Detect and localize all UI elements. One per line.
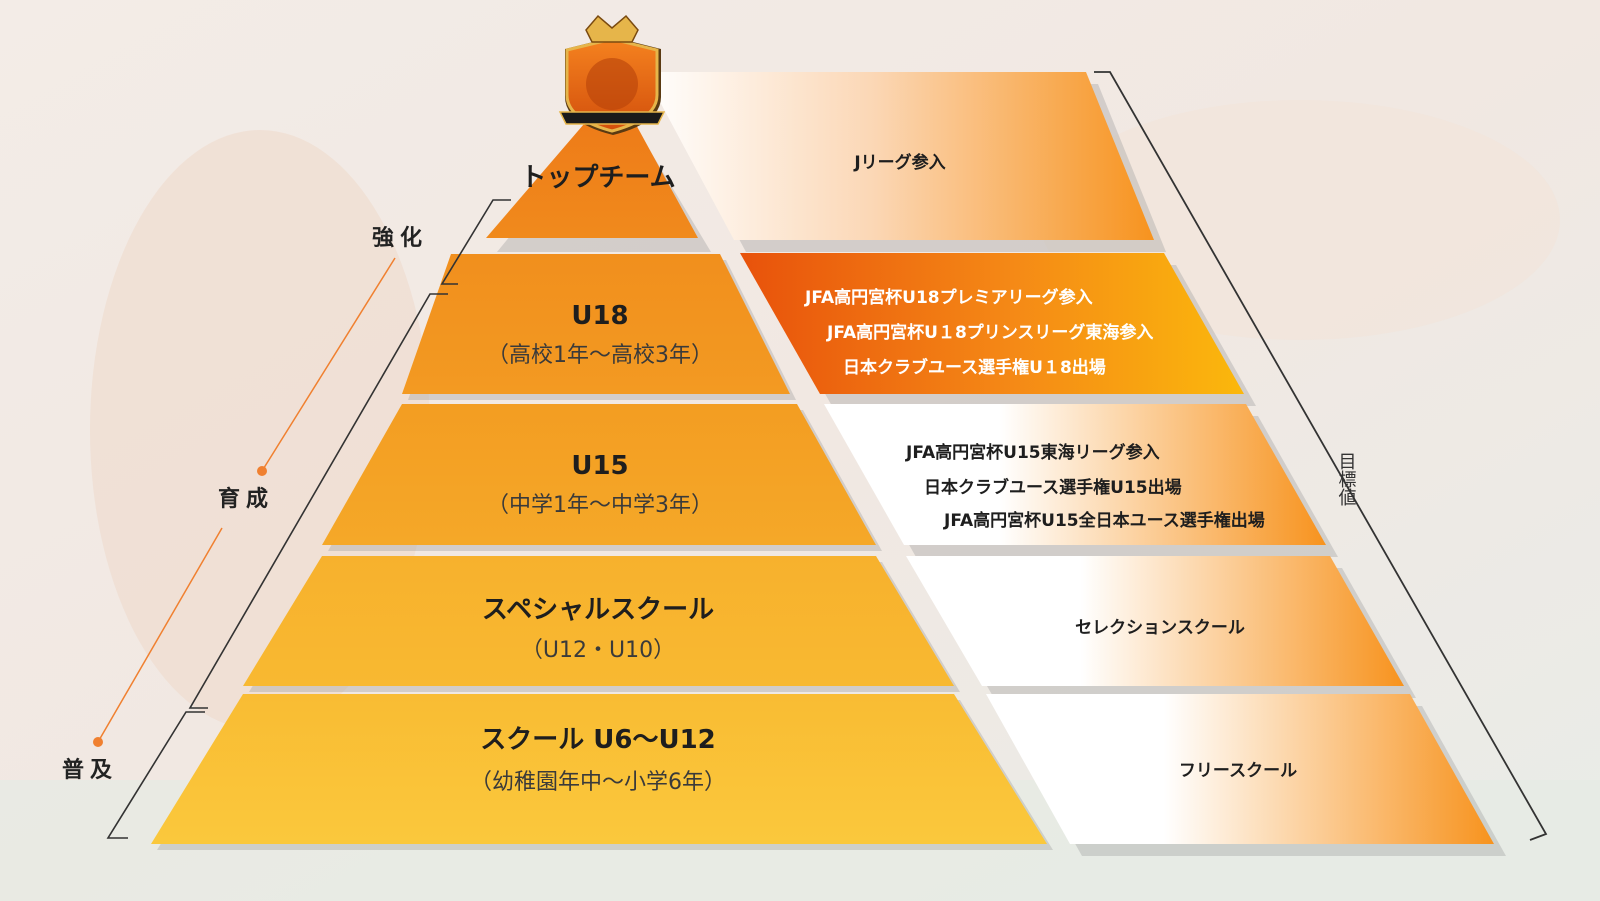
stage-label-strengthen: 強化 (372, 225, 428, 251)
stage-label-spread: 普及 (62, 757, 118, 783)
goal-text-u18-2: JFA高円宮杯U１8プリンスリーグ東海参入 (826, 322, 1153, 343)
tier-u15 (322, 404, 876, 545)
goal-box-special-school (906, 556, 1404, 686)
tier-subtitle-school: （幼稚園年中〜小学6年） (470, 770, 726, 795)
goal-text-top-team: Jリーグ参入 (853, 152, 945, 173)
goals (644, 72, 1506, 856)
goal-text-school: フリースクール (1179, 761, 1297, 781)
club-crest-logo (558, 14, 666, 135)
goal-text-u18-3: 日本クラブユース選手権U１8出場 (843, 357, 1106, 378)
tier-title-top-team: トップチーム (520, 163, 675, 193)
goal-box-school (986, 694, 1494, 844)
tier-special-school (243, 556, 954, 686)
goal-text-u18-1: JFA高円宮杯U18プレミアリーグ参入 (804, 287, 1093, 308)
pyramid (151, 110, 1053, 850)
tier-u18 (402, 254, 790, 394)
tier-subtitle-u15: （中学1年〜中学3年） (487, 493, 713, 518)
tier-subtitle-special-school: （U12・U10） (521, 638, 675, 663)
goal-text-u15-3: JFA高円宮杯U15全日本ユース選手権出場 (943, 510, 1265, 531)
tier-school (151, 694, 1047, 844)
goal-text-u15-2: 日本クラブユース選手権U15出場 (924, 477, 1182, 498)
goal-text-u15-1: JFA高円宮杯U15東海リーグ参入 (905, 442, 1160, 463)
tier-top-team (486, 110, 698, 238)
goal-text-special-school: セレクションスクール (1075, 618, 1245, 638)
stage-label-develop: 育成 (218, 486, 274, 512)
tier-title-u15: U15 (571, 451, 628, 481)
goal-box-u18 (740, 253, 1244, 394)
goal-box-top-team (644, 72, 1154, 240)
tier-title-special-school: スペシャルスクール (482, 595, 714, 625)
tier-subtitle-u18: （高校1年〜高校3年） (487, 343, 713, 368)
tier-title-u18: U18 (571, 301, 628, 331)
goal-box-u15 (824, 404, 1326, 545)
stage-connectors (93, 257, 396, 747)
stage-brackets (106, 199, 511, 839)
tier-title-school: スクール U6〜U12 (480, 725, 716, 755)
target-bracket (1094, 71, 1548, 841)
target-value-label: 目標値 (1336, 452, 1357, 506)
